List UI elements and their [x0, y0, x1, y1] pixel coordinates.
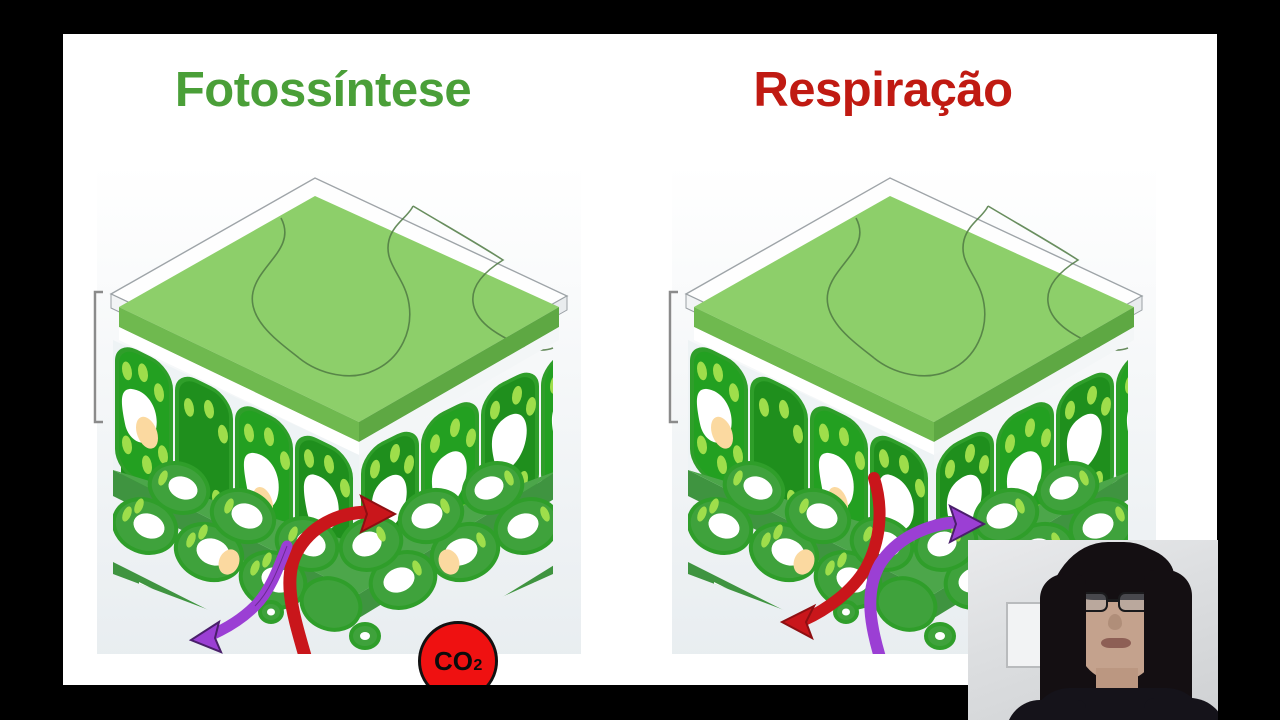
- slide-title-photosynthesis: Fotossíntese: [174, 63, 472, 117]
- co2-outflow-arrow: [779, 472, 886, 641]
- presentation-slide: Fotossíntese Respiração: [63, 34, 1217, 685]
- presenter-webcam-overlay[interactable]: [968, 540, 1218, 720]
- co2-inflow-arrow: [283, 493, 398, 654]
- slide-title-respiration: Respiração: [753, 63, 1013, 117]
- palisade-layer-bracket: [668, 290, 678, 424]
- leaf-cross-section-illustration-left: [83, 144, 595, 654]
- respiration-diagram: O2 CO2: [658, 144, 1170, 685]
- co2-bubble-subscript-left: 2: [473, 656, 483, 675]
- palisade-layer-bracket: [93, 290, 103, 424]
- co2-bubble-label-left: CO: [434, 646, 474, 676]
- photosynthesis-diagram: CO2 O2: [83, 144, 595, 685]
- presenter-nose: [1108, 614, 1122, 630]
- presenter-shoulder-left: [1006, 700, 1086, 720]
- presenter-shoulder-right: [1144, 698, 1218, 720]
- o2-inflow-arrow: [864, 503, 987, 654]
- o2-outflow-arrow: [188, 540, 293, 654]
- leaf-cross-section-illustration-right: [658, 144, 1170, 654]
- presenter-mouth: [1101, 638, 1131, 648]
- glasses-bridge: [1108, 599, 1120, 602]
